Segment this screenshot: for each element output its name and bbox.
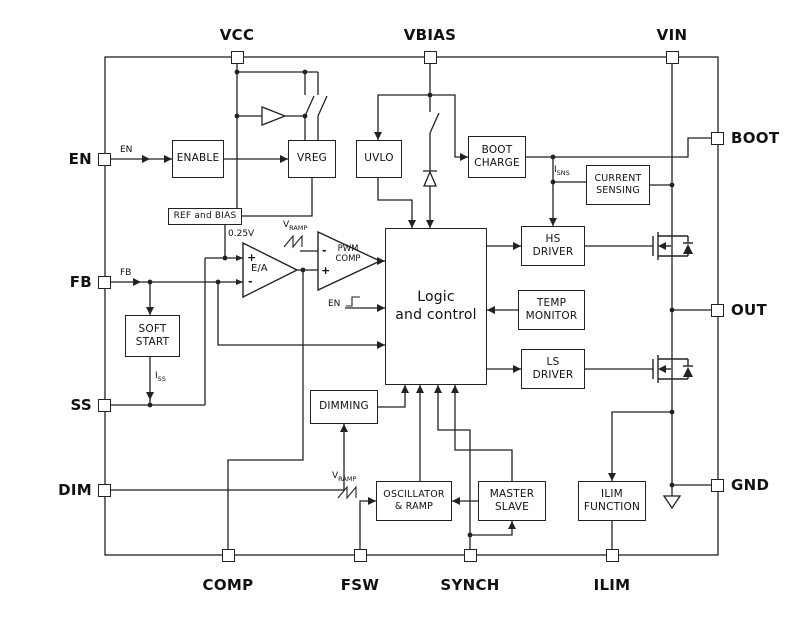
ramp-waveform-icon-2 xyxy=(337,485,357,500)
isns-label: ISNS xyxy=(554,165,570,177)
block-ls-driver: LS DRIVER xyxy=(521,349,585,389)
block-ref-and-bias: REF and BIAS xyxy=(168,208,242,225)
pin-comp-label: COMP xyxy=(202,576,254,594)
pin-synch-label: SYNCH xyxy=(440,576,500,594)
block-uvlo: UVLO xyxy=(356,140,402,178)
block-boot-charge: BOOT CHARGE xyxy=(468,136,526,178)
ea-label: E/A xyxy=(251,263,268,274)
en-wire-label: EN xyxy=(120,145,133,155)
pin-gnd-label: GND xyxy=(731,476,770,494)
pin-synch-pad xyxy=(464,549,477,562)
pwm-plus-sign: + xyxy=(321,264,331,277)
diode-icon xyxy=(423,170,437,187)
vramp-label-pwm: VRAMP xyxy=(283,220,308,232)
pin-fsw-pad xyxy=(354,549,367,562)
pin-boot-pad xyxy=(711,132,724,145)
pin-dim-pad xyxy=(98,484,111,497)
block-current-sensing: CURRENT SENSING xyxy=(586,165,650,205)
block-temp-monitor: TEMP MONITOR xyxy=(518,290,585,330)
pin-ilim-label: ILIM xyxy=(593,576,631,594)
pwm-minus-sign: - xyxy=(322,244,327,257)
hs-mosfet-icon xyxy=(652,232,693,260)
block-vreg: VREG xyxy=(288,140,336,178)
pin-comp-pad xyxy=(222,549,235,562)
arrowheads xyxy=(133,132,616,529)
block-oscillator-ramp: OSCILLATOR & RAMP xyxy=(376,481,452,521)
pin-fsw-label: FSW xyxy=(340,576,380,594)
block-master-slave: MASTER SLAVE xyxy=(478,481,546,521)
block-ilim-function: ILIM FUNCTION xyxy=(578,481,646,521)
pin-ss-pad xyxy=(98,399,111,412)
block-dimming: DIMMING xyxy=(310,390,378,424)
pin-fb-label: FB xyxy=(69,273,92,291)
block-hs-driver: HS DRIVER xyxy=(521,226,585,266)
pin-boot-label: BOOT xyxy=(731,129,780,147)
pin-vin-label: VIN xyxy=(656,26,688,44)
ramp-waveform-icon xyxy=(283,234,303,249)
pin-ilim-pad xyxy=(606,549,619,562)
block-enable: ENABLE xyxy=(172,140,224,178)
wires xyxy=(111,63,711,549)
pwm-comparator-triangle xyxy=(317,230,382,292)
pin-fb-pad xyxy=(98,276,111,289)
iss-current-label: ISS xyxy=(155,371,166,383)
junction-dots xyxy=(147,69,675,538)
pin-vcc-pad xyxy=(231,51,244,64)
step-waveform-icon xyxy=(346,296,360,307)
vramp-label-osc: VRAMP xyxy=(332,471,357,483)
pin-ss-label: SS xyxy=(70,396,92,414)
ref-voltage-label: 0.25V xyxy=(228,229,255,239)
block-logic-and-control: Logic and control xyxy=(385,228,487,385)
pin-vin-pad xyxy=(666,51,679,64)
pin-vbias-pad xyxy=(424,51,437,64)
pin-out-label: OUT xyxy=(731,301,768,319)
ground-icon xyxy=(662,485,682,510)
pwm-comp-label: PWM COMP xyxy=(335,244,361,265)
ls-mosfet-icon xyxy=(652,355,693,383)
pin-en-label: EN xyxy=(68,150,92,168)
pin-dim-label: DIM xyxy=(58,481,92,499)
ea-amplifier-triangle xyxy=(242,241,299,299)
block-soft-start: SOFT START xyxy=(125,315,180,357)
ea-plus-sign: + xyxy=(247,251,257,264)
pin-vcc-label: VCC xyxy=(219,26,255,44)
buffer-icon xyxy=(261,106,287,126)
en-logic-label: EN xyxy=(328,299,341,309)
pin-out-pad xyxy=(711,304,724,317)
pin-vbias-label: VBIAS xyxy=(403,26,457,44)
pin-en-pad xyxy=(98,153,111,166)
ea-minus-sign: - xyxy=(248,275,253,288)
switch-icons xyxy=(304,95,440,134)
pin-gnd-pad xyxy=(711,479,724,492)
fb-wire-label: FB xyxy=(120,268,132,278)
